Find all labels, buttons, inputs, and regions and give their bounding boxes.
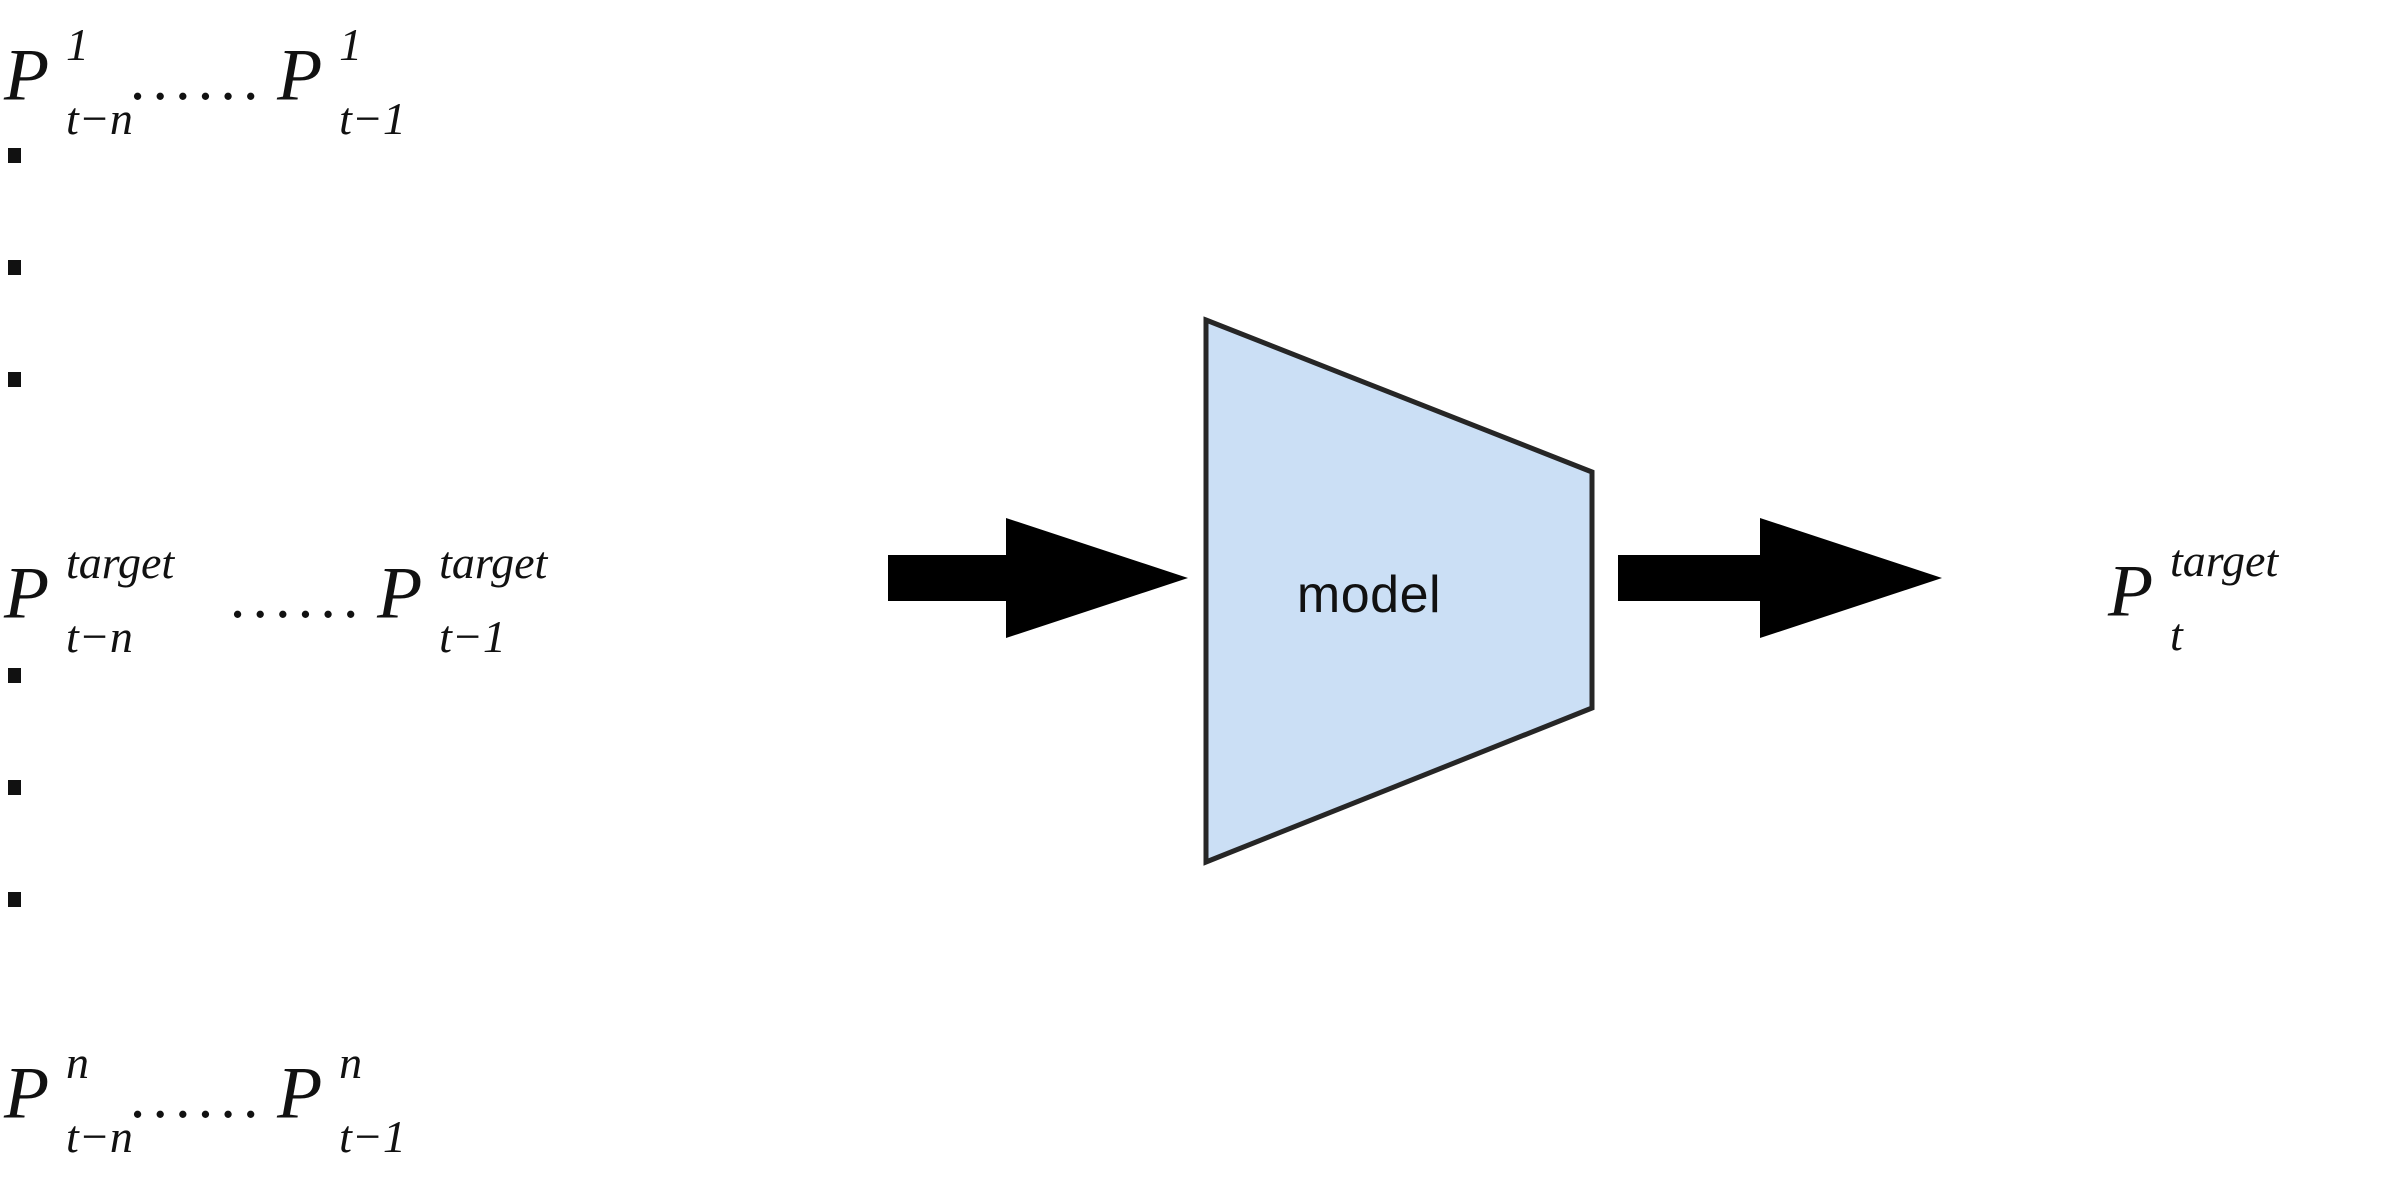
ellipsis-dot (8, 260, 21, 275)
ellipsis-dot (8, 372, 21, 387)
term-superscript: n (66, 1037, 89, 1088)
term-superscript: 1 (66, 19, 89, 70)
term-last-series-n: P n t−1 (277, 1018, 406, 1168)
model-trapezoid-shape (1203, 316, 1595, 866)
arrow-shaft (1618, 555, 1764, 601)
term-subscript: t (2170, 609, 2183, 660)
model-block[interactable]: model (1199, 312, 1599, 872)
arrow-head (1006, 518, 1188, 638)
term-base: P (4, 552, 50, 635)
term-base: P (4, 1052, 50, 1135)
term-base: P (377, 552, 423, 635)
vertical-ellipsis-upper (8, 148, 48, 484)
ellipsis-dot (8, 668, 21, 683)
term-subscript: t−1 (439, 611, 506, 662)
term-base: P (2108, 550, 2154, 633)
term-subscript: t−n (66, 611, 133, 662)
term-subscript: t−1 (339, 1111, 406, 1162)
term-output: P target t (2108, 516, 2278, 666)
input-row-series-target: P target t−n ······ P target t−1 (4, 518, 547, 668)
term-subscript: t−n (66, 93, 133, 144)
output-arrow (1618, 518, 1942, 638)
row-ellipsis: ······ (127, 63, 264, 131)
term-subscript: t−1 (339, 93, 406, 144)
row-ellipsis: ······ (227, 581, 364, 649)
ellipsis-dot (8, 892, 21, 907)
term-base: P (277, 34, 323, 117)
term-superscript: target (2170, 535, 2279, 586)
term-subscript: t−n (66, 1111, 133, 1162)
term-last-series-1: P 1 t−1 (277, 0, 406, 150)
ellipsis-dot (8, 780, 21, 795)
ellipsis-dot (8, 148, 21, 163)
output-row: P target t (2108, 516, 2278, 666)
term-first-series-target: P target t−n (4, 518, 174, 668)
model-label: model (1296, 566, 1442, 624)
arrow-head (1760, 518, 1942, 638)
term-base: P (4, 34, 50, 117)
term-last-series-target: P target t−1 (377, 518, 547, 668)
term-superscript: target (66, 537, 175, 588)
term-superscript: 1 (339, 19, 363, 70)
term-first-series-n: P n t−n (4, 1018, 133, 1168)
input-row-series-1: P 1 t−n ······ P 1 t−1 (4, 0, 406, 150)
term-base: P (277, 1052, 323, 1135)
input-row-series-n: P n t−n ······ P n t−1 (4, 1018, 406, 1168)
vertical-ellipsis-lower (8, 668, 48, 1004)
term-superscript: target (439, 537, 548, 588)
input-arrow (888, 518, 1188, 638)
arrow-shaft (888, 555, 1010, 601)
term-first-series-1: P 1 t−n (4, 0, 133, 150)
term-superscript: n (339, 1037, 363, 1088)
row-ellipsis: ······ (127, 1081, 264, 1149)
